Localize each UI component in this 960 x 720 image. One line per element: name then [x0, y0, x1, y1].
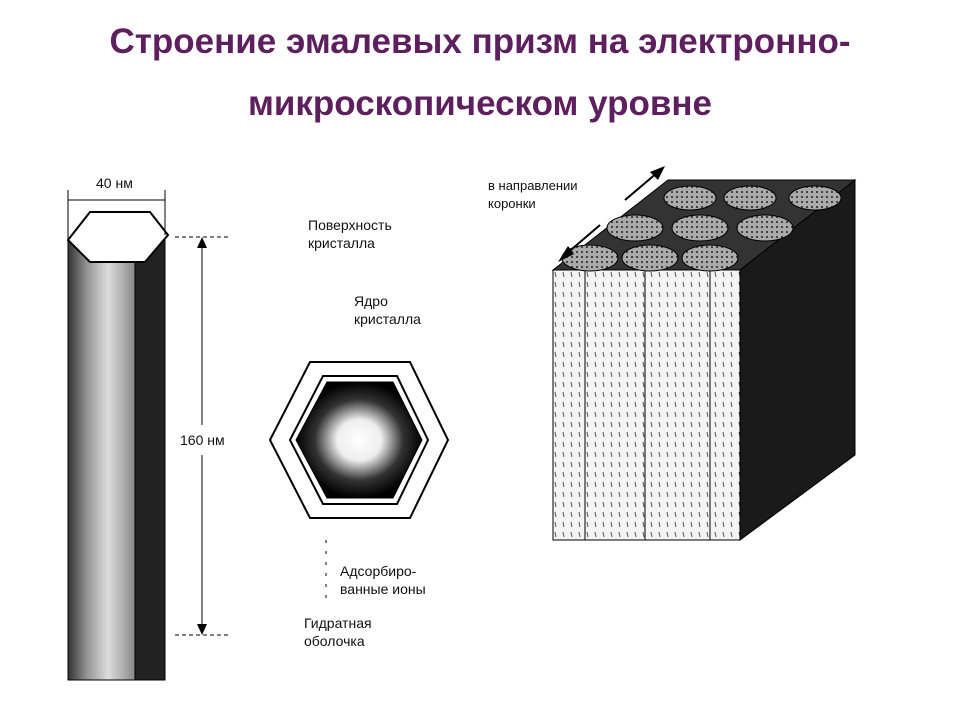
prism-width-label: 40 нм	[96, 175, 133, 191]
label-line: Поверхность	[308, 217, 392, 233]
label-line: Гидратная	[304, 615, 372, 631]
label-line: Адсорбиро-	[340, 563, 417, 579]
prism-block	[551, 166, 857, 541]
hydrate-shell-label: Гидратная оболочка	[304, 614, 372, 650]
crystal-core-label: Ядро кристалла	[354, 292, 421, 328]
enamel-prism	[66, 190, 230, 681]
label-line: оболочка	[304, 633, 365, 649]
slide-title-line-2: микроскопическом уровне	[247, 84, 713, 123]
label-line: в направлении	[488, 178, 578, 193]
label-line: ванные ионы	[340, 581, 426, 597]
crystal-surface-label: Поверхность кристалла	[308, 216, 392, 252]
label-line: кристалла	[354, 311, 421, 327]
adsorbed-ions-label: Адсорбиро- ванные ионы	[340, 562, 426, 598]
label-line: кристалла	[308, 235, 375, 251]
label-line: Ядро	[354, 293, 388, 309]
crystal-cross-section	[268, 361, 450, 600]
slide-title-line-1: Строение эмалевых призм на электронно-	[109, 22, 851, 61]
label-line: коронки	[488, 196, 536, 211]
prism-height-label: 160 нм	[180, 431, 225, 449]
crown-direction-label: в направлении коронки	[488, 177, 578, 213]
